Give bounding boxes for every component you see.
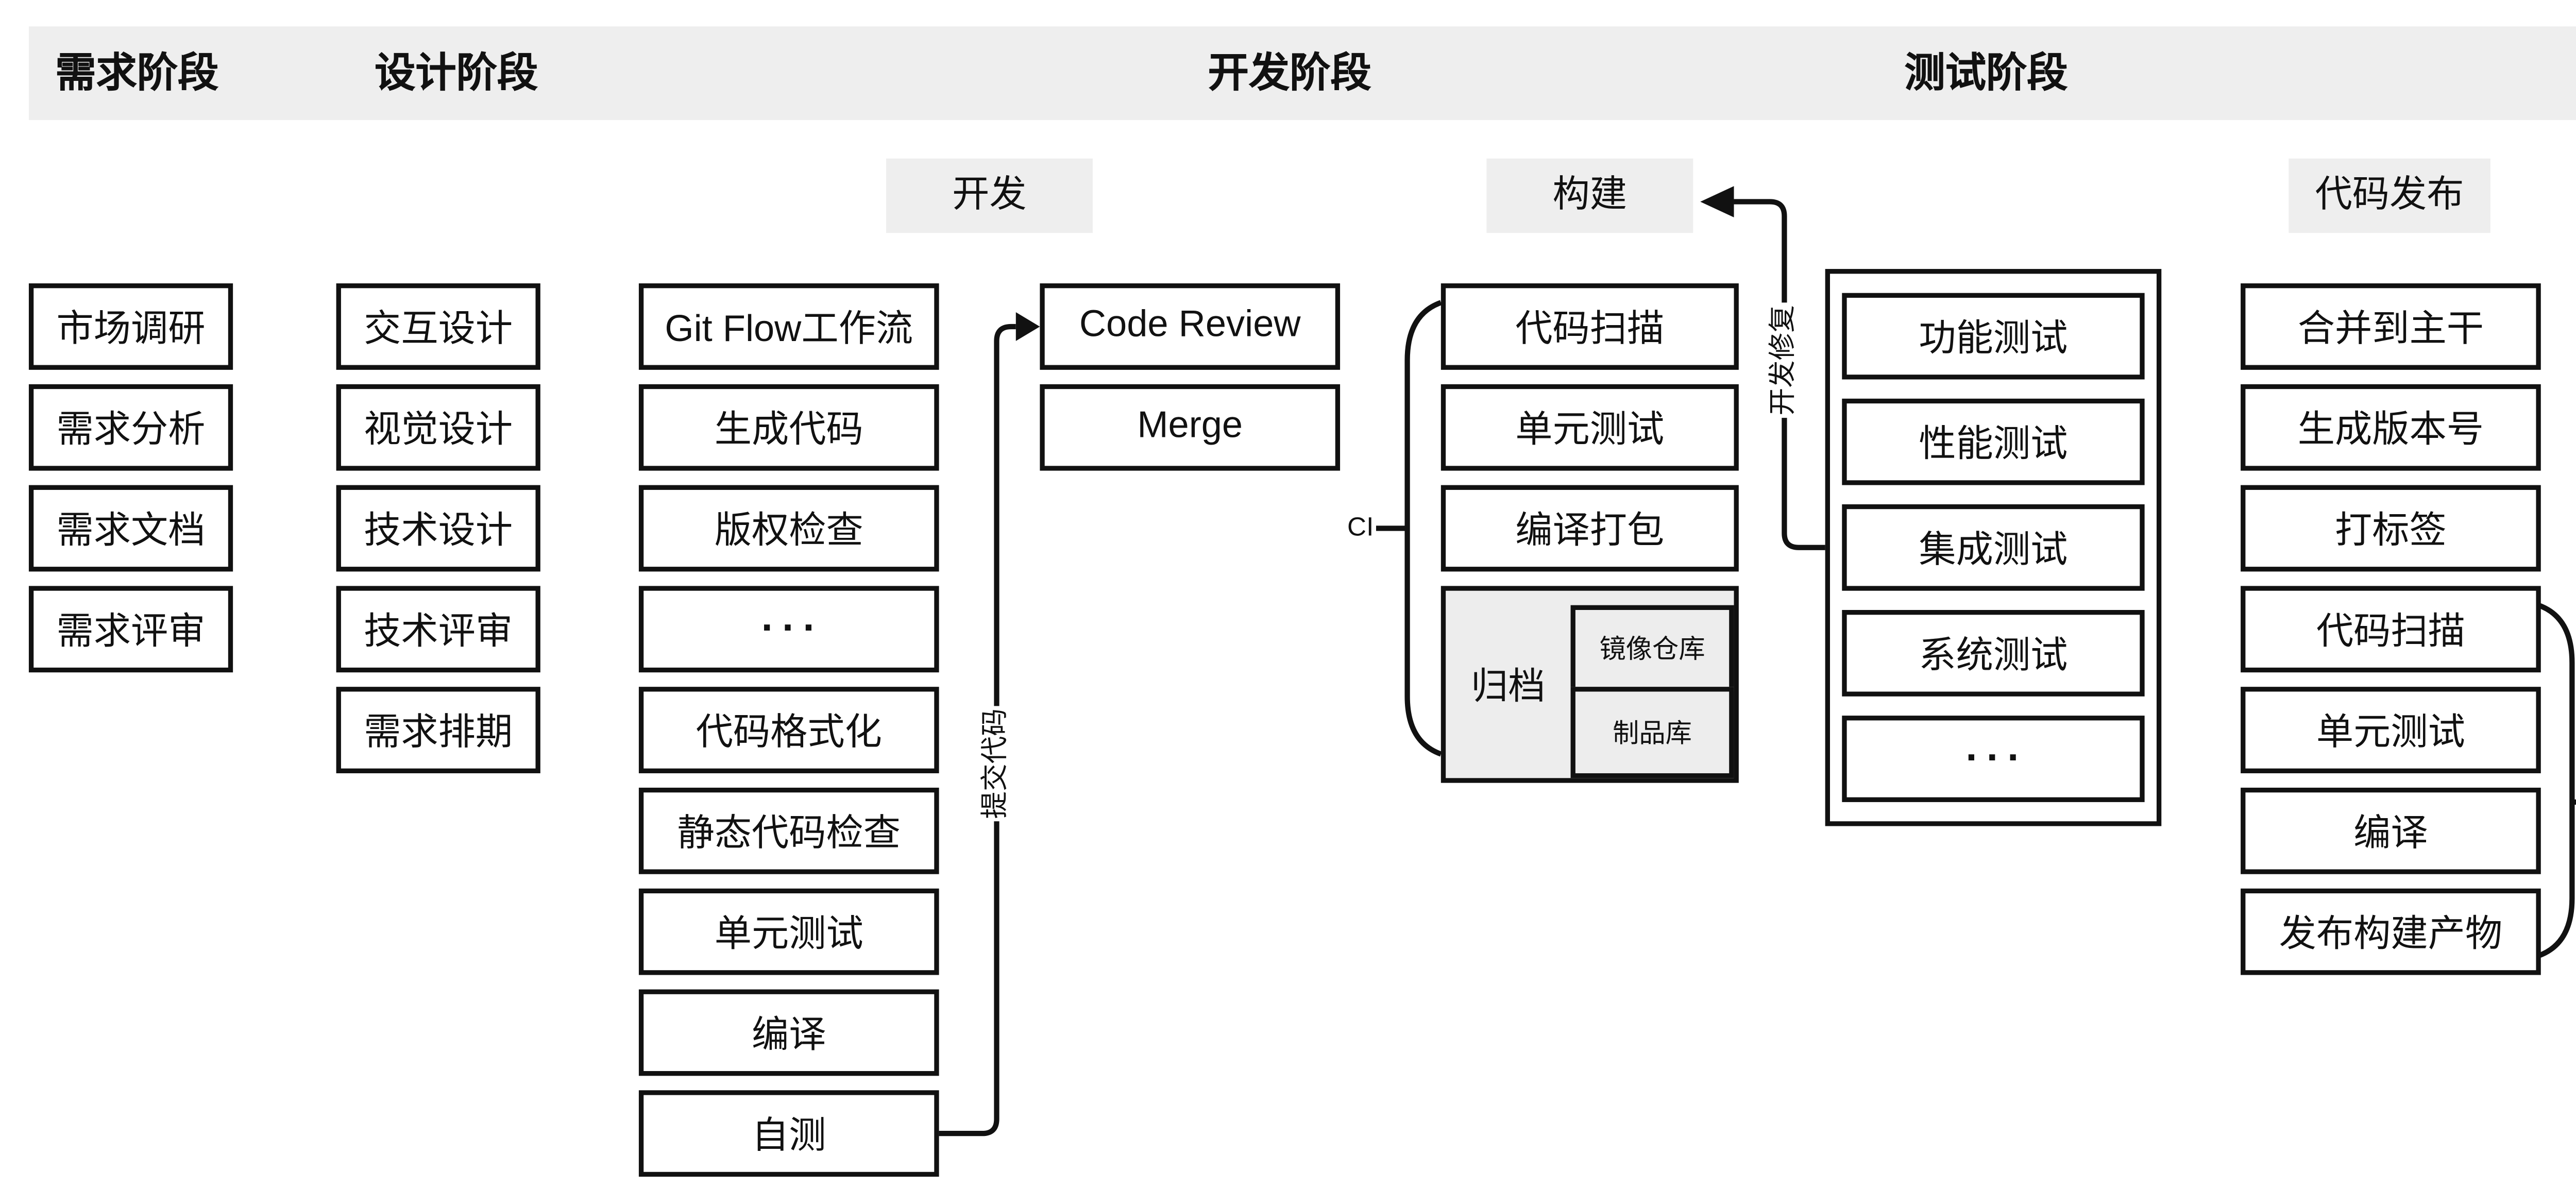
stage-label-1: 构建 (1486, 158, 1693, 233)
box-code_release-2: 打标签 (2241, 485, 2541, 572)
box-design-3: 技术评审 (336, 586, 540, 673)
box-testing-2: 集成测试 (1842, 504, 2145, 591)
arrowhead-code-review (1015, 312, 1040, 341)
arrowhead-build (1700, 186, 1734, 217)
box-testing-4: ··· (1842, 716, 2145, 802)
artifact-repo-box: 制品库 (1570, 687, 1734, 778)
box-dev_local-8: 自测 (638, 1090, 939, 1177)
box-dev_local-6: 单元测试 (638, 888, 939, 975)
box-dev_local-2: 版权检查 (638, 485, 939, 572)
box-code_release-5: 编译 (2241, 787, 2541, 874)
box-dev_local-4: 代码格式化 (638, 687, 939, 773)
box-dev_local-1: 生成代码 (638, 384, 939, 471)
stage-label-2: 代码发布 (2289, 158, 2490, 233)
box-dev_local-5: 静态代码检查 (638, 787, 939, 874)
ci-label-dev: CI (1347, 514, 1374, 543)
box-dev_local-0: Git Flow工作流 (638, 283, 939, 370)
box-dev_review-0: Code Review (1040, 283, 1341, 370)
box-requirements-2: 需求文档 (28, 485, 233, 572)
box-design-1: 视觉设计 (336, 384, 540, 471)
box-code_release-1: 生成版本号 (2241, 384, 2541, 471)
box-testing-0: 功能测试 (1842, 293, 2145, 380)
box-design-0: 交互设计 (336, 283, 540, 370)
phase-header-3: 测试阶段 (1904, 50, 2068, 96)
ci-bracket-release (2537, 602, 2575, 959)
box-dev_build-0: 代码扫描 (1440, 283, 1739, 370)
box-dev_review-1: Merge (1040, 384, 1341, 471)
box-testing-3: 系统测试 (1842, 609, 2145, 697)
box-dev_build-2: 编译打包 (1440, 485, 1739, 572)
phase-header-2: 开发阶段 (1208, 50, 1371, 96)
box-requirements-1: 需求分析 (28, 384, 233, 471)
submit-code-label: 提交代码 (977, 706, 1016, 822)
box-code_release-3: 代码扫描 (2241, 586, 2541, 673)
box-requirements-3: 需求评审 (28, 586, 233, 673)
box-design-4: 需求排期 (336, 687, 540, 773)
dev-fix-label: 开发修复 (1765, 302, 1804, 418)
box-requirements-0: 市场调研 (28, 283, 233, 370)
box-design-2: 技术设计 (336, 485, 540, 572)
phase-header-0: 需求阶段 (55, 50, 219, 96)
box-dev_build-1: 单元测试 (1440, 384, 1739, 471)
archive-label: 归档 (1471, 667, 1546, 709)
box-code_release-0: 合并到主干 (2241, 283, 2541, 370)
ci-bracket-dev (1404, 300, 1442, 757)
phase-header-band (28, 26, 2576, 121)
archive-group: 归档 镜像仓库 制品库 (1440, 586, 1739, 783)
box-testing-1: 性能测试 (1842, 398, 2145, 485)
image-repo-box: 镜像仓库 (1570, 605, 1734, 692)
stage-label-0: 开发 (886, 158, 1093, 233)
box-dev_local-3: ··· (638, 586, 939, 673)
box-dev_local-7: 编译 (638, 989, 939, 1076)
box-code_release-6: 发布构建产物 (2241, 888, 2541, 975)
box-code_release-4: 单元测试 (2241, 687, 2541, 773)
phase-header-1: 设计阶段 (375, 50, 538, 96)
